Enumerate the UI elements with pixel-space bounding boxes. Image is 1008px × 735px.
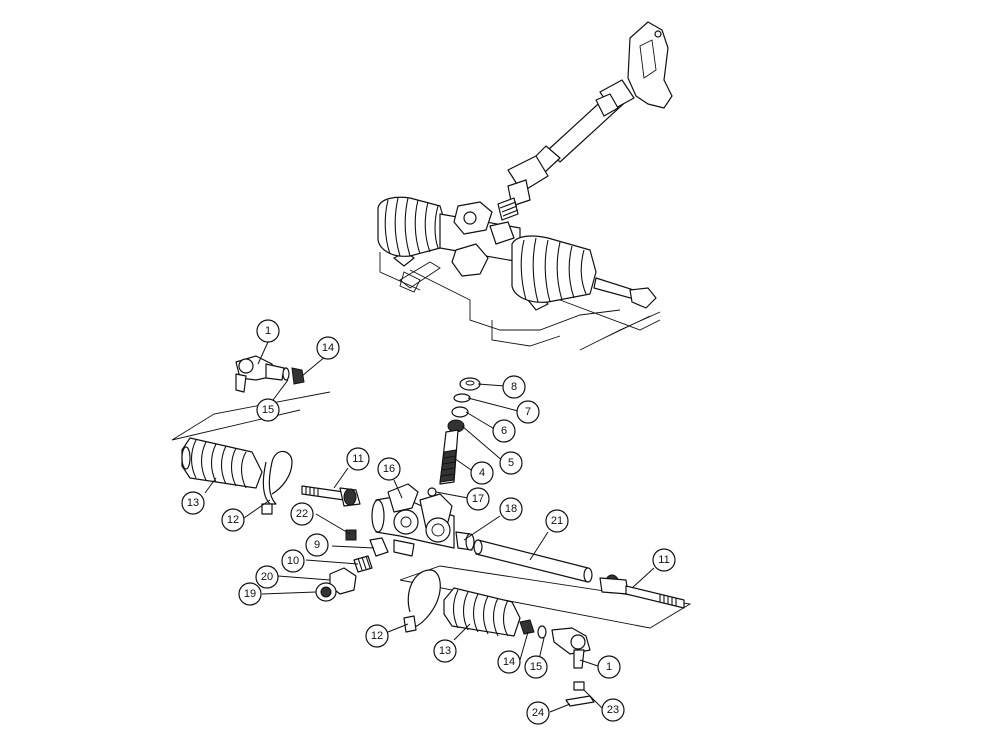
callout-label: 19 xyxy=(244,588,256,600)
callout-label: 13 xyxy=(439,645,451,657)
bellows-boot-left xyxy=(181,437,263,489)
callout-1-lower: 1 xyxy=(597,655,621,679)
rack-housing xyxy=(371,483,455,557)
callout-label: 7 xyxy=(525,406,531,418)
right-boot-installed xyxy=(511,235,597,303)
callout-label: 1 xyxy=(265,325,271,337)
tie-rod-end-upper xyxy=(235,355,285,393)
callout-13-right: 13 xyxy=(433,639,457,663)
callout-label: 6 xyxy=(501,425,507,437)
callout-6: 6 xyxy=(492,419,516,443)
callout-label: 1 xyxy=(606,661,612,673)
callout-19: 19 xyxy=(238,582,262,606)
callout-23: 23 xyxy=(601,698,625,722)
yoke-9 xyxy=(369,537,389,557)
callout-label: 11 xyxy=(658,554,669,566)
boot-clamp-right xyxy=(403,569,441,633)
bellows-boot-right xyxy=(443,587,521,637)
seal-6 xyxy=(451,406,469,418)
callout-20: 20 xyxy=(255,565,279,589)
washer-15-lower xyxy=(537,625,547,639)
jam-nut-14-lower xyxy=(519,619,535,635)
callout-4: 4 xyxy=(470,461,494,485)
callout-21: 21 xyxy=(545,509,569,533)
callout-1-upper: 1 xyxy=(256,319,280,343)
callout-22: 22 xyxy=(290,502,314,526)
spring-10 xyxy=(353,555,373,573)
leader-lines xyxy=(204,341,655,713)
callout-label: 14 xyxy=(322,342,334,354)
callout-label: 22 xyxy=(296,508,308,520)
callout-16: 16 xyxy=(377,457,401,481)
tie-rod-end-lower xyxy=(551,627,591,669)
callout-15-lower: 15 xyxy=(524,655,548,679)
callout-5: 5 xyxy=(499,451,523,475)
callout-11-right: 11 xyxy=(652,548,676,572)
callout-label: 14 xyxy=(503,656,515,668)
callout-label: 5 xyxy=(508,457,514,469)
callout-8: 8 xyxy=(502,375,526,399)
callout-label: 23 xyxy=(607,704,619,716)
callout-label: 8 xyxy=(511,381,517,393)
callout-10: 10 xyxy=(281,549,305,573)
adjuster-plug-19 xyxy=(315,582,337,602)
left-boot-installed xyxy=(377,196,447,257)
callout-label: 13 xyxy=(187,497,199,509)
dust-cap-8 xyxy=(459,377,481,391)
washer-15-upper xyxy=(282,367,290,381)
snap-ring-7 xyxy=(453,393,471,403)
callout-label: 4 xyxy=(479,467,485,479)
boot-clamp-left xyxy=(261,450,293,515)
callout-label: 12 xyxy=(227,514,239,526)
callout-12-left: 12 xyxy=(221,508,245,532)
jam-nut-14-upper xyxy=(291,367,305,385)
nut-23 xyxy=(573,681,585,691)
callout-18: 18 xyxy=(499,497,523,521)
cotter-pin-24 xyxy=(565,695,595,707)
callout-label: 11 xyxy=(352,453,363,465)
installed-assembly-illustration xyxy=(377,21,673,351)
callout-12-right: 12 xyxy=(365,624,389,648)
bolt-22 xyxy=(345,529,357,541)
callout-14-lower: 14 xyxy=(497,650,521,674)
callout-label: 21 xyxy=(551,515,563,527)
pinion-gear-4 xyxy=(439,429,459,485)
inner-tie-rod-right xyxy=(599,574,685,609)
callout-label: 10 xyxy=(287,555,299,567)
callout-17: 17 xyxy=(466,487,490,511)
callout-label: 15 xyxy=(530,661,542,673)
callout-13-left: 13 xyxy=(181,491,205,515)
upper-left-parts-plane xyxy=(171,391,331,441)
callout-label: 9 xyxy=(314,539,320,551)
callout-14-upper: 14 xyxy=(316,336,340,360)
callout-24: 24 xyxy=(526,701,550,725)
callout-label: 17 xyxy=(472,493,484,505)
callout-15-upper: 15 xyxy=(256,398,280,422)
callout-7: 7 xyxy=(516,400,540,424)
callout-label: 12 xyxy=(371,630,383,642)
bushing-17 xyxy=(427,487,437,497)
callout-label: 20 xyxy=(261,571,273,583)
rack-bar-21 xyxy=(473,539,593,583)
callout-label: 18 xyxy=(505,503,517,515)
inner-tie-rod-left xyxy=(301,485,361,507)
callout-label: 16 xyxy=(383,463,395,475)
callout-9: 9 xyxy=(305,533,329,557)
callout-11-left: 11 xyxy=(346,447,370,471)
callout-label: 24 xyxy=(532,707,544,719)
callout-label: 15 xyxy=(262,404,274,416)
